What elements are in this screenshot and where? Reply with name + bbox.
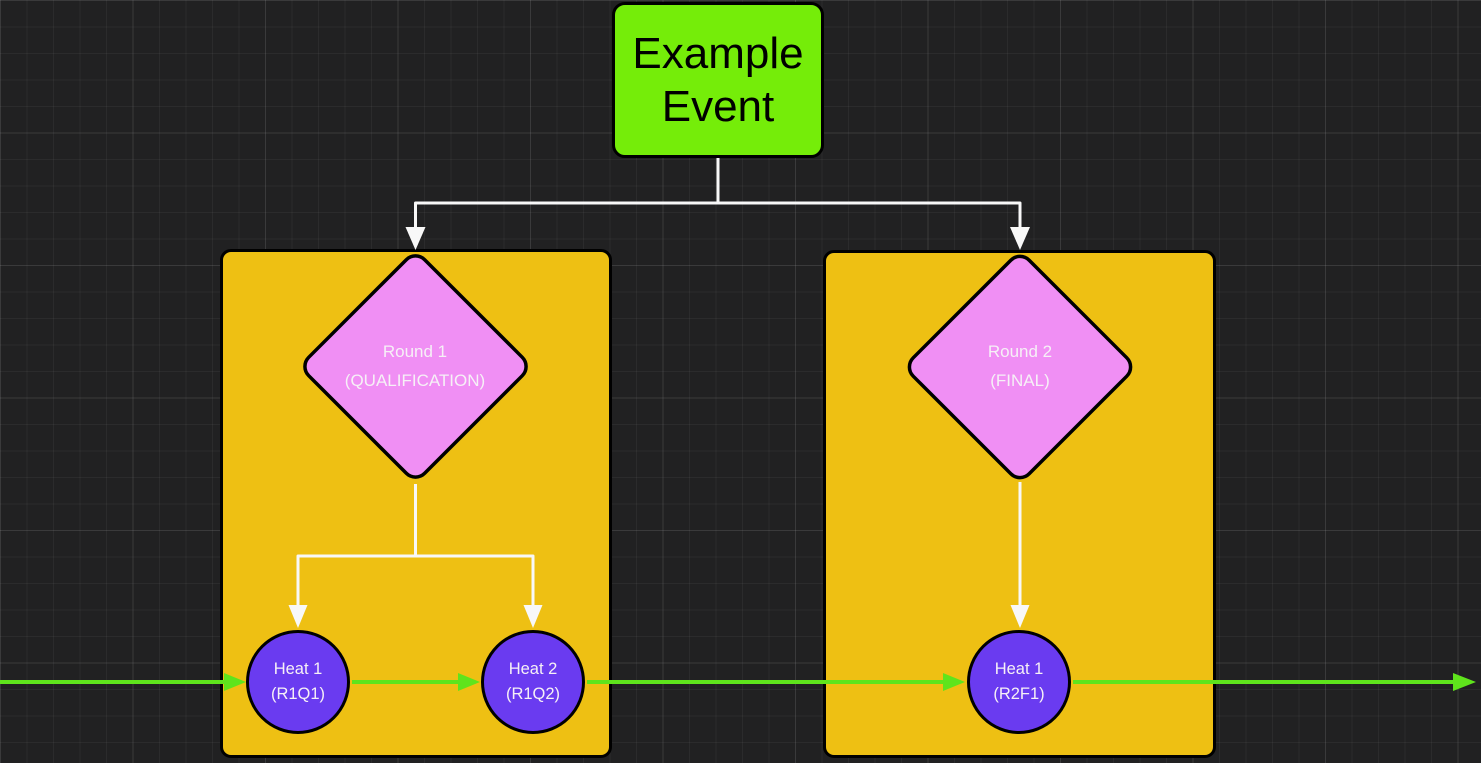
event-label-line1: Example [632,29,804,78]
edge-event-to-round1-arrowhead[interactable] [405,227,426,250]
heat-r2f1-node[interactable]: Heat 1 (R2F1) [967,630,1071,734]
round1-label: Round 1 (QUALIFICATION) [300,337,530,395]
heat-r1q1-node[interactable]: Heat 1 (R1Q1) [246,630,350,734]
edge-event-to-round1[interactable] [414,157,720,229]
round2-label-line2: (FINAL) [990,371,1050,390]
round1-label-line1: Round 1 [382,342,448,361]
event-node[interactable]: Example Event [612,2,824,158]
heat-r2f1-label-line1: Heat 1 [994,660,1044,678]
round2-label: Round 2 (FINAL) [905,337,1135,395]
heat-r1q2-node[interactable]: Heat 2 (R1Q2) [481,630,585,734]
heat-r2f1-label-line2: (R2F1) [993,685,1045,703]
heat-r1q2-label-line1: Heat 2 [508,660,558,678]
heat-r1q1-label-line1: Heat 1 [273,660,323,678]
round1-label-line2: (QUALIFICATION) [344,371,486,390]
round2-label-line1: Round 2 [987,342,1053,361]
edge-event-to-round2-arrowhead[interactable] [1010,227,1030,250]
flow-edge-exit-arrowhead[interactable] [1453,673,1476,691]
heat-r1q1-label-line2: (R1Q1) [270,685,326,703]
edge-event-to-round2[interactable] [716,157,1022,229]
event-label-line2: Event [661,82,775,131]
heat-r1q2-label-line2: (R1Q2) [505,685,561,703]
